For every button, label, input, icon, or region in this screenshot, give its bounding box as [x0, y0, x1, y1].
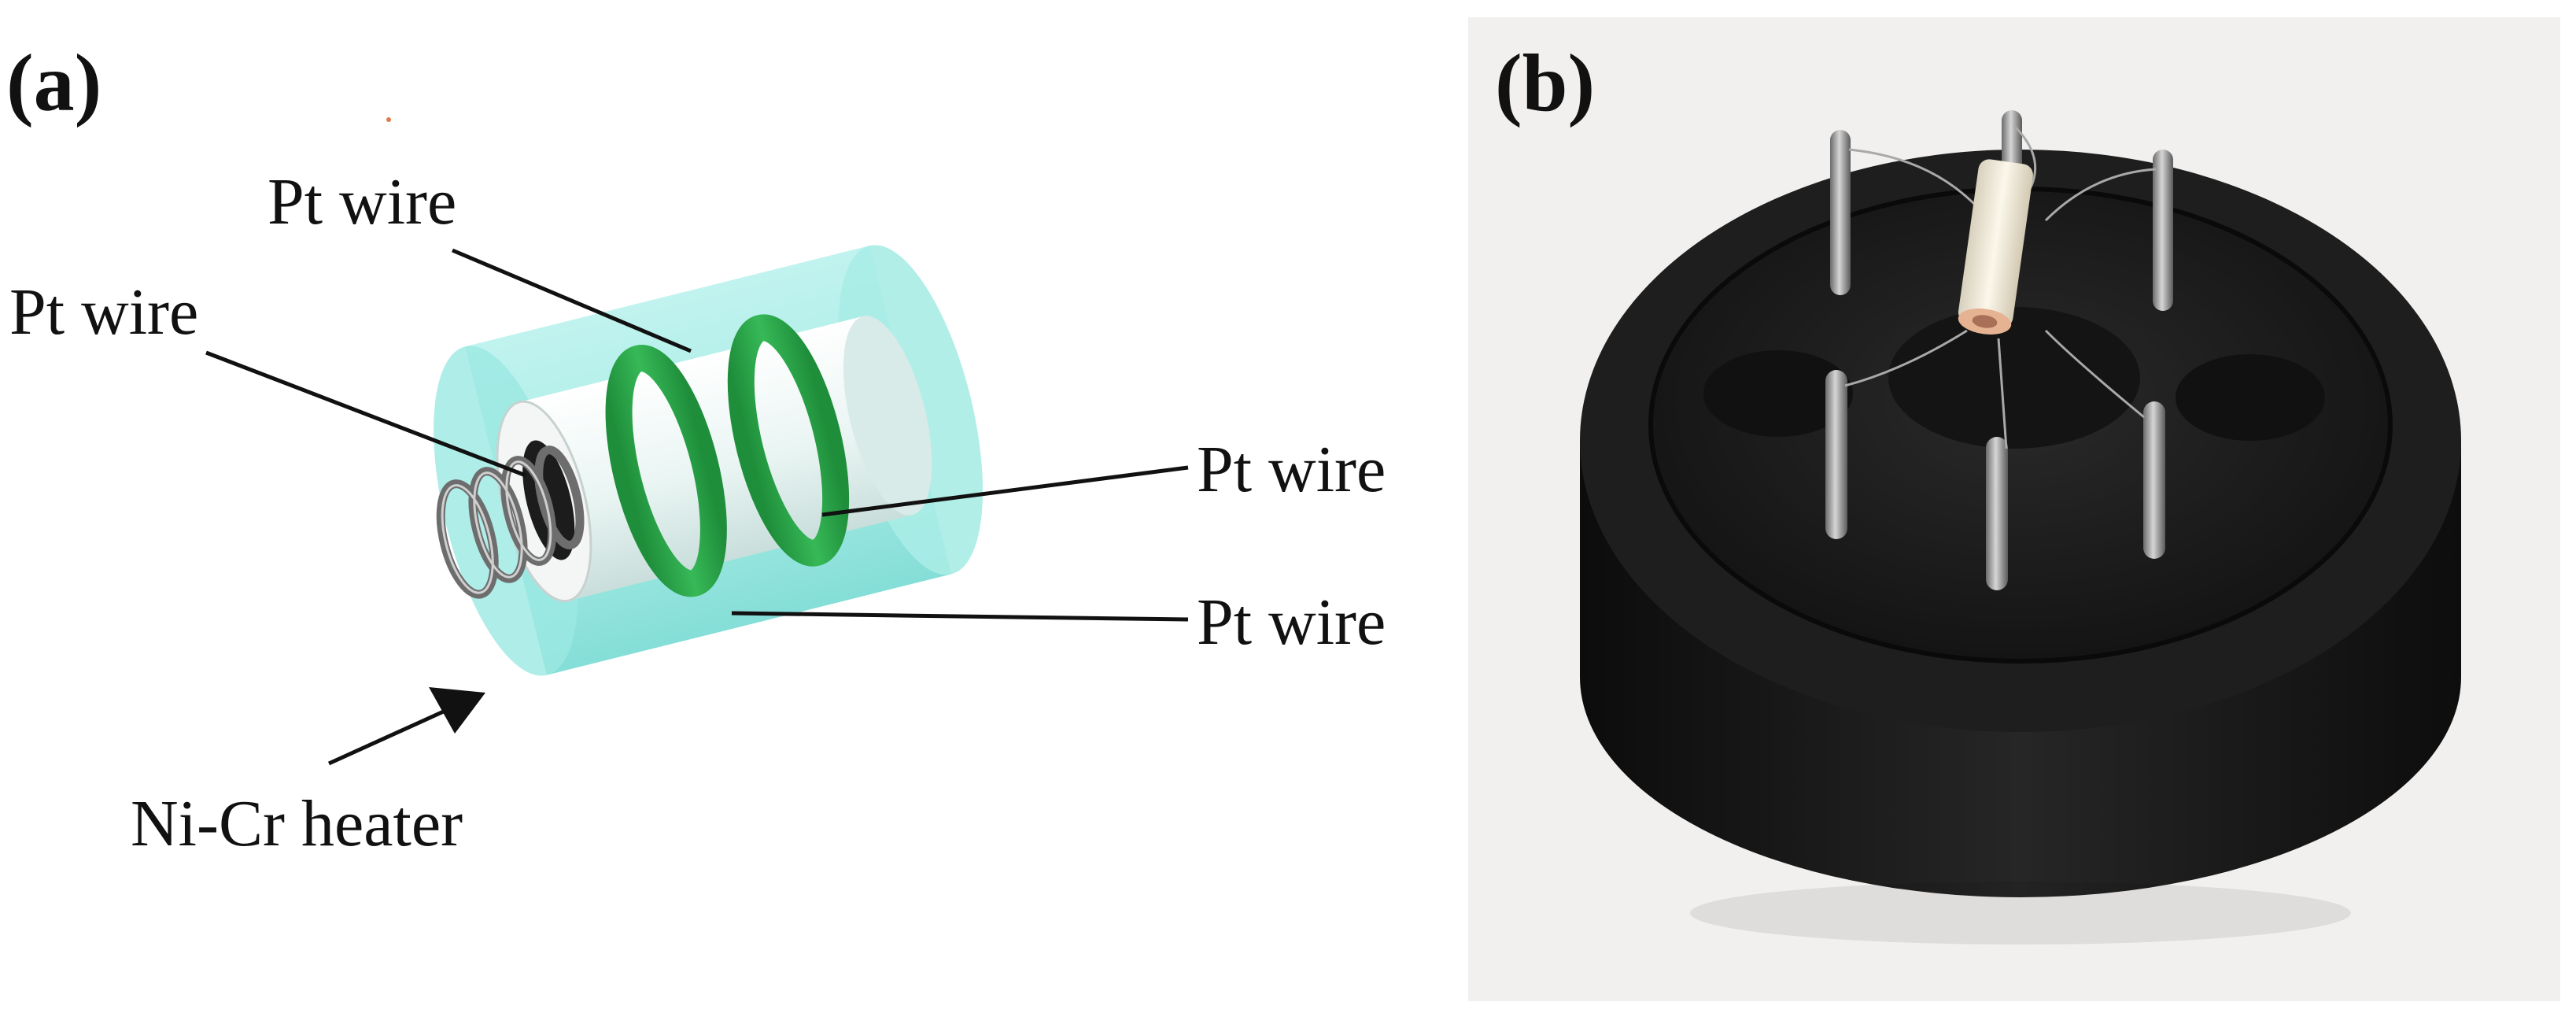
panel-a-label: (a) [6, 38, 101, 128]
electrode-ring-2 [727, 314, 850, 567]
label-pt-wire-top: Pt wire [268, 165, 456, 238]
pt-wires-photo [1844, 124, 2157, 449]
pin-6 [2143, 401, 2165, 559]
panel-a: (a) [6, 38, 1386, 860]
heater-arrowhead [429, 687, 485, 734]
label-pt-wire-left: Pt wire [9, 275, 198, 349]
speck [386, 117, 391, 122]
sensor-schematic [434, 245, 984, 676]
leader-pt-wire-left [205, 350, 526, 478]
leader-heater [327, 708, 448, 766]
socket-bottom-shadow [1690, 882, 2351, 945]
socket-recess-left [1703, 350, 1853, 437]
leader-pt-wire-top [452, 248, 692, 353]
electrode-ring-1 [605, 345, 727, 597]
sensor-socket-photo [1580, 110, 2461, 945]
leader-pt-wire-right-lower [731, 611, 1189, 622]
label-heater: Ni-Cr heater [131, 787, 463, 860]
socket-pins [1825, 110, 2173, 590]
pin-5 [1986, 437, 2008, 590]
inner-tube-back-end [843, 316, 932, 516]
pin-1 [1830, 130, 1851, 295]
leader-pt-wire-right-upper [821, 465, 1189, 517]
pin-3 [2153, 150, 2173, 311]
leader-lines [205, 248, 1189, 766]
socket-recess-right [2176, 354, 2325, 441]
label-pt-wire-right-lower: Pt wire [1197, 586, 1386, 659]
pin-4 [1825, 370, 1847, 539]
panel-b-label: (b) [1495, 38, 1595, 128]
label-pt-wire-right-upper: Pt wire [1197, 433, 1386, 506]
heater-coil [436, 445, 585, 599]
sensor-element-photo [1958, 159, 2033, 335]
socket-recess-center [1888, 307, 2140, 449]
panel-b: (b) [1468, 17, 2560, 1001]
